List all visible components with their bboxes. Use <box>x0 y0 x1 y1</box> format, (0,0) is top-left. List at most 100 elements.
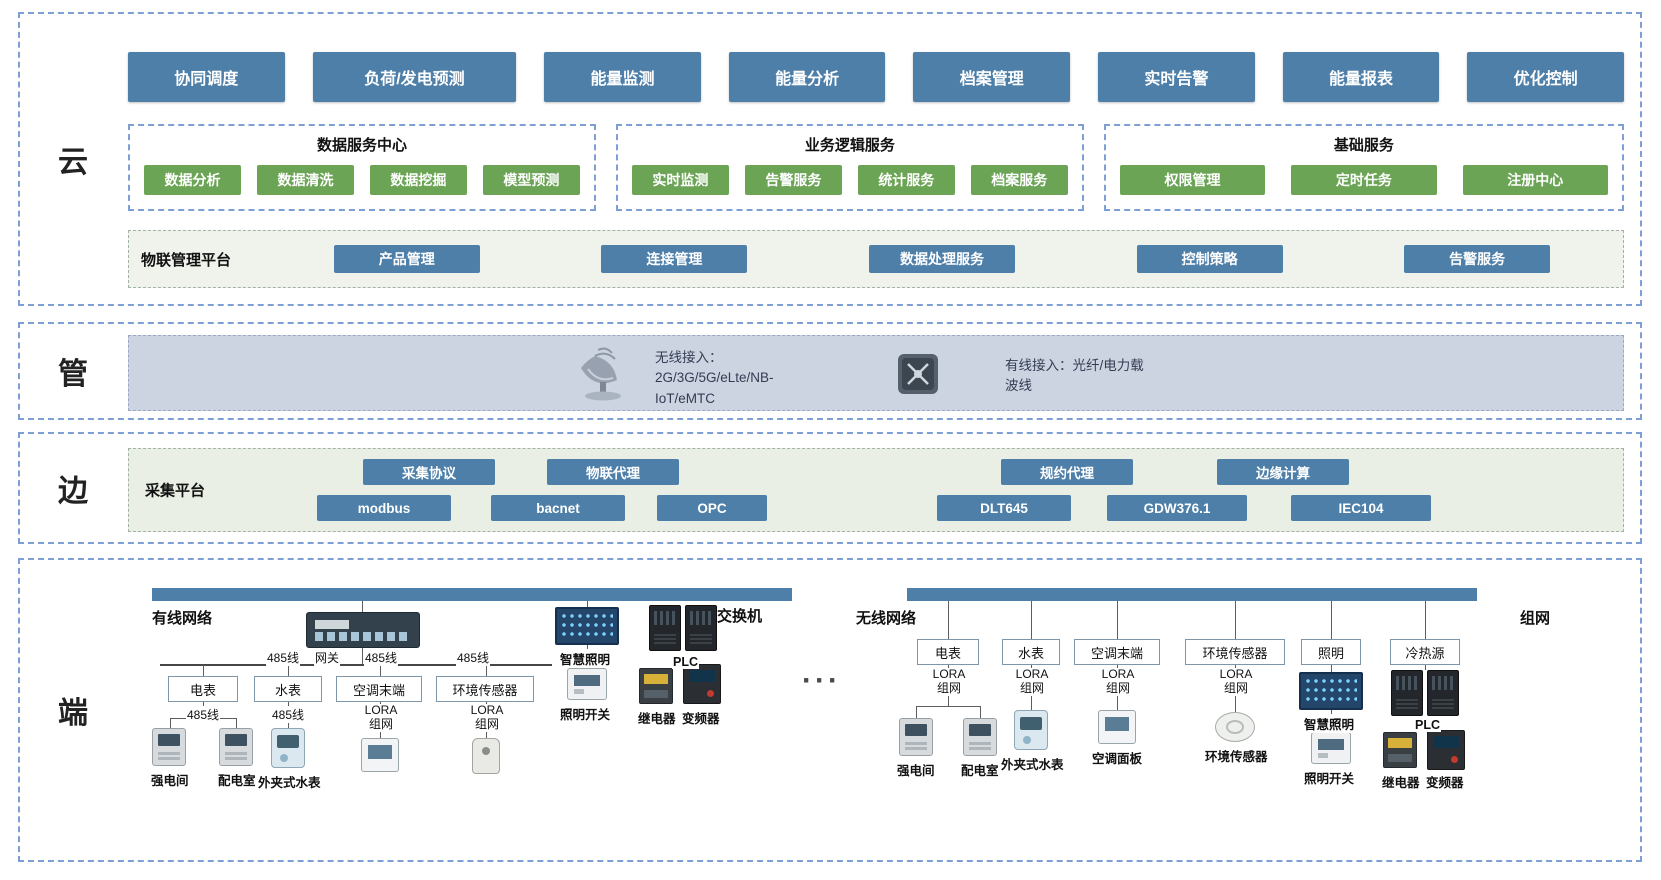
ellipsis-separator: ··· <box>802 664 841 697</box>
protocol-node-dlt645: DLT645 <box>937 495 1071 521</box>
relay-device-icon <box>639 668 673 704</box>
app-node-energy-report: 能量报表 <box>1282 52 1440 102</box>
connector-line <box>362 601 363 612</box>
app-node-archive-management: 档案管理 <box>913 52 1071 102</box>
platform-node-alarm-service: 告警服务 <box>1404 245 1551 273</box>
platform-node-product-management: 产品管理 <box>333 245 480 273</box>
env-sensor-device-icon <box>472 738 500 774</box>
iot-platform-row: 物联管理平台 产品管理 连接管理 数据处理服务 控制策略 告警服务 <box>128 230 1624 288</box>
wired-access-icon <box>896 352 940 401</box>
service-node-model-forecast: 模型预测 <box>482 165 580 195</box>
node-box-water-meter: 水表 <box>254 676 322 702</box>
protocol-node-iec104: IEC104 <box>1291 495 1431 521</box>
service-node-data-mining: 数据挖掘 <box>369 165 467 195</box>
lora-network-label: LORA组网 <box>464 703 510 732</box>
meter-device-icon <box>963 718 997 756</box>
pipe-layer: 管 无线接入：2G/3G/5G/eLte/NB-IoT/eMTC <box>18 322 1642 420</box>
service-group-business-logic: 业务逻辑服务 实时监测 告警服务 统计服务 档案服务 <box>615 124 1084 211</box>
wired-access-detail: 光纤/电力载波线 <box>1005 358 1144 394</box>
wireless-network-title: 无线网络 <box>856 610 917 627</box>
cloud-layer-label: 云 <box>58 146 90 179</box>
node-box-water-meter: 水表 <box>1002 639 1060 665</box>
lora-network-label: LORA组网 <box>358 703 404 732</box>
app-node-realtime-alarm: 实时告警 <box>1098 52 1255 102</box>
rs485-line-label: 485线 <box>266 649 301 666</box>
connector-line <box>236 718 237 728</box>
plc-device-icon <box>685 605 717 651</box>
water-meter-device-icon <box>271 728 305 768</box>
service-group-basic: 基础服务 权限管理 定时任务 注册中心 <box>1103 124 1624 211</box>
vfd-device-icon <box>1427 730 1465 770</box>
rs485-line-label: 485线 <box>364 649 399 666</box>
wireless-network-trunk-bar <box>907 588 1477 601</box>
plc-label: PLC <box>672 655 699 669</box>
node-box-hvac-source: 冷热源 <box>1390 639 1460 665</box>
connector-line <box>948 601 949 639</box>
thermostat-device-icon <box>361 738 399 772</box>
collection-platform-box: 采集平台 采集协议 物联代理 规约代理 边缘计算 modbus bacnet O… <box>128 448 1624 532</box>
terminal-layer-label: 端 <box>58 697 90 730</box>
app-node-load-generation-forecast: 负荷/发电预测 <box>312 52 517 102</box>
light-switch-label: 照明开关 <box>559 704 612 723</box>
connector-line <box>1331 665 1332 672</box>
wireless-access-text: 无线接入：2G/3G/5G/eLte/NB-IoT/eMTC <box>655 348 805 409</box>
connector-line <box>362 648 363 664</box>
connector-line <box>288 665 289 676</box>
edge-layer-label: 边 <box>58 475 90 508</box>
relay-label: 继电器 <box>1381 772 1421 791</box>
protocol-node-modbus: modbus <box>317 495 451 521</box>
connector-line <box>1331 601 1332 639</box>
node-box-lighting: 照明 <box>1301 639 1361 665</box>
platform-node-connection-management: 连接管理 <box>601 245 748 273</box>
smart-lighting-device-icon <box>1299 672 1363 710</box>
wired-network-trunk-bar <box>152 588 792 601</box>
gateway-label: 网关 <box>314 649 341 666</box>
iot-platform-title: 物联管理平台 <box>141 251 232 269</box>
cloud-service-groups: 数据服务中心 数据分析 数据清洗 数据挖掘 模型预测 业务逻辑服务 实时监测 告… <box>128 124 1624 211</box>
meter-device-icon <box>219 728 253 766</box>
platform-node-control-strategy: 控制策略 <box>1136 245 1283 273</box>
distribution-room-label: 配电室 <box>960 760 1000 779</box>
edge-node-edge-computing: 边缘计算 <box>1217 459 1349 485</box>
meter-device-icon <box>152 728 186 766</box>
smart-lighting-device-icon <box>555 607 619 645</box>
rs485-line-label: 485线 <box>456 649 491 666</box>
rs485-line-label: 485线 <box>186 706 221 723</box>
service-node-archive-service: 档案服务 <box>970 165 1068 195</box>
app-node-collaborative-dispatch: 协同调度 <box>128 52 285 102</box>
app-node-energy-monitoring: 能量监测 <box>544 52 701 102</box>
terminal-layer: 端 有线网络 交换机 485线 网关 485线 485线 电表 水表 空调末端 … <box>18 558 1642 862</box>
app-node-energy-analysis: 能量分析 <box>728 52 886 102</box>
distribution-room-label: 配电室 <box>217 770 257 789</box>
connector-line <box>1117 601 1118 639</box>
edge-node-protocol-agent: 规约代理 <box>1001 459 1133 485</box>
clamp-water-meter-label: 外夹式水表 <box>1000 754 1065 773</box>
service-node-alarm-service: 告警服务 <box>744 165 842 195</box>
connector-line <box>916 706 917 718</box>
collection-platform-title: 采集平台 <box>145 482 206 500</box>
plc-device-icon <box>1391 670 1423 716</box>
service-group-items: 实时监测 告警服务 统计服务 档案服务 <box>631 165 1068 195</box>
node-box-ac-terminal: 空调末端 <box>1074 639 1160 665</box>
platform-node-data-processing-service: 数据处理服务 <box>868 245 1015 273</box>
lora-network-label: LORA组网 <box>1213 667 1259 696</box>
app-node-optimal-control: 优化控制 <box>1467 52 1624 102</box>
light-switch-device-icon <box>567 668 607 700</box>
node-box-env-sensor: 环境传感器 <box>436 676 534 702</box>
plc-label: PLC <box>1414 718 1441 732</box>
connector-line <box>380 665 381 676</box>
service-node-realtime-monitoring: 实时监测 <box>631 165 729 195</box>
clamp-water-meter-label: 外夹式水表 <box>257 772 322 791</box>
switch-label: 交换机 <box>717 608 763 625</box>
connector-line <box>1425 601 1426 639</box>
connector-line <box>1235 601 1236 639</box>
wired-network-title: 有线网络 <box>152 610 213 627</box>
connector-line <box>1031 601 1032 639</box>
light-switch-device-icon <box>1311 732 1351 764</box>
node-box-meter: 电表 <box>917 639 979 665</box>
connector-line <box>916 706 980 707</box>
protocol-node-gdw376: GDW376.1 <box>1107 495 1247 521</box>
node-box-meter: 电表 <box>168 676 238 702</box>
service-group-items: 数据分析 数据清洗 数据挖掘 模型预测 <box>144 165 580 195</box>
